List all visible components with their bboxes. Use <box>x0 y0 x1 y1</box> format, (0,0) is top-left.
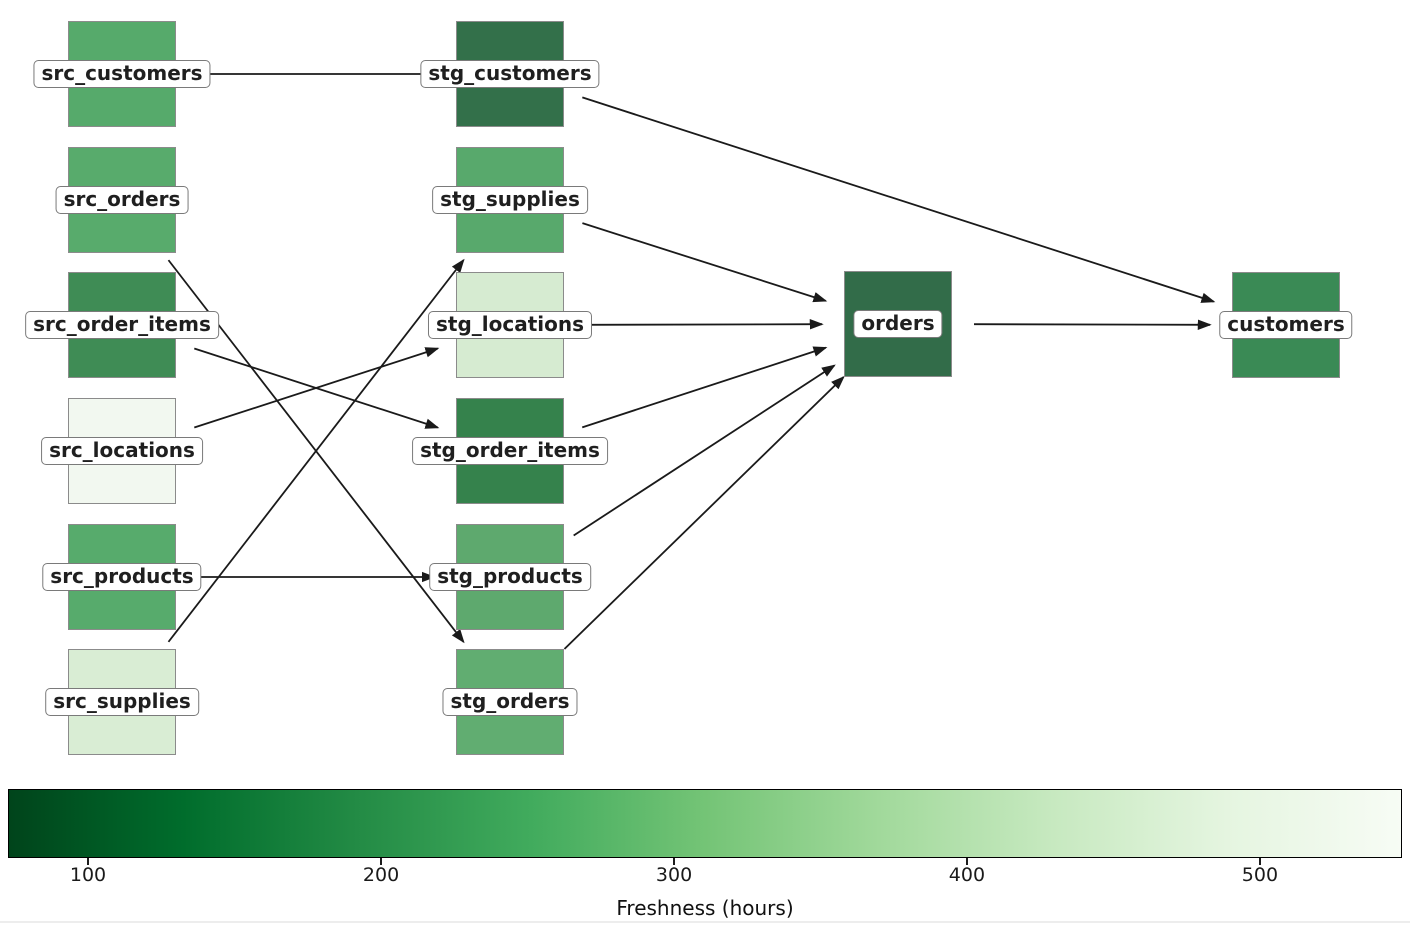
colorbar-tick-100 <box>87 858 89 865</box>
node-label-stg_locations: stg_locations <box>427 311 593 339</box>
colorbar-tick-label-200: 200 <box>362 864 400 886</box>
edge-stg_orders-to-orders <box>563 375 845 650</box>
colorbar-tick-300 <box>673 858 676 865</box>
colorbar-tick-400 <box>965 858 968 865</box>
colorbar-tick-label-500: 500 <box>1241 864 1279 886</box>
node-label-src_locations: src_locations <box>41 437 203 465</box>
node-label-stg_customers: stg_customers <box>420 60 600 88</box>
node-label-src_order_items: src_order_items <box>25 311 219 339</box>
bottom-hairline <box>0 921 1410 923</box>
node-label-stg_order_items: stg_order_items <box>412 437 608 465</box>
node-label-src_orders: src_orders <box>55 186 189 214</box>
colorbar-tick-label-300: 300 <box>655 864 693 886</box>
node-label-customers: customers <box>1219 311 1353 339</box>
node-label-orders: orders <box>853 310 943 338</box>
edge-orders-to-customers <box>973 319 1212 331</box>
node-label-stg_products: stg_products <box>429 563 591 591</box>
colorbar-gradient <box>8 789 1402 858</box>
edge-src_locations-to-stg_locations <box>194 347 440 429</box>
node-label-stg_orders: stg_orders <box>442 688 578 716</box>
edge-stg_order_items-to-orders <box>581 346 828 429</box>
node-label-stg_supplies: stg_supplies <box>432 186 588 214</box>
colorbar-tick-label-400: 400 <box>948 864 986 886</box>
colorbar-tick-200 <box>380 858 383 865</box>
node-label-src_supplies: src_supplies <box>45 688 199 716</box>
colorbar-tick-label-100: 100 <box>69 864 107 886</box>
node-label-src_customers: src_customers <box>33 60 211 88</box>
edge-stg_products-to-orders <box>573 364 836 537</box>
edge-src_supplies-to-stg_supplies <box>167 258 465 643</box>
edge-stg_customers-to-customers <box>582 96 1216 303</box>
edge-stg_supplies-to-orders <box>582 222 828 303</box>
edge-stg_locations-to-orders <box>585 318 824 330</box>
node-label-src_products: src_products <box>42 563 202 591</box>
colorbar-tick-500 <box>1258 858 1261 865</box>
colorbar-axis-label: Freshness (hours) <box>616 896 794 920</box>
